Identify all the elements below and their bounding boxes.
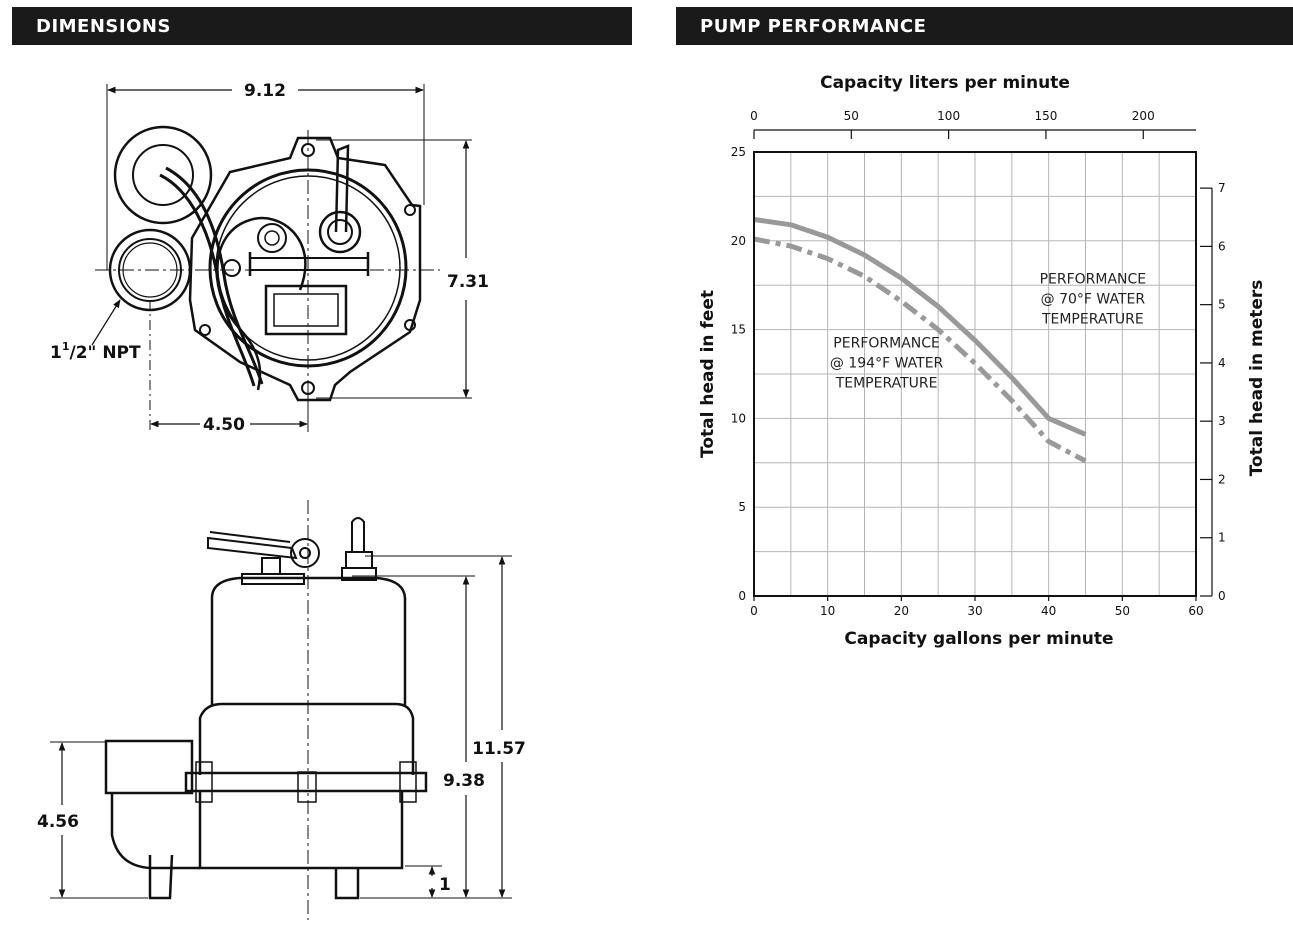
curve-194f [753, 236, 1087, 464]
discharge-height-label: 4.56 [37, 812, 79, 832]
offset-dim-label: 4.50 [203, 415, 245, 435]
x2-axis-title: Capacity liters per minute [820, 73, 1070, 93]
body-height-label: 9.38 [443, 771, 485, 791]
annotation-line: @ 70°F WATER [1041, 291, 1146, 307]
y2-tick-label: 6 [1218, 239, 1226, 253]
x-tick-label: 40 [1041, 604, 1056, 618]
x-tick-label: 10 [820, 604, 835, 618]
y-axis-title: Total head in feet [698, 290, 718, 458]
annotation-194f: PERFORMANCE @ 194°F WATER TEMPERATURE [830, 335, 944, 391]
annotation-line: @ 194°F WATER [830, 355, 944, 371]
y2-tick-label: 0 [1218, 589, 1226, 603]
x2-tick-label: 150 [1034, 109, 1057, 123]
x2-tick-label: 100 [937, 109, 960, 123]
chart-grid [753, 151, 1197, 597]
depth-dim-label: 7.31 [447, 272, 489, 292]
performance-header-label: PUMP PERFORMANCE [700, 15, 927, 37]
x-tick-label: 30 [967, 604, 982, 618]
chart-axes: 0 10 20 30 40 50 60 0 5 10 15 20 25 0 50 100 150 200 0 1 2 3 4… [731, 109, 1226, 618]
overall-height-label: 11.57 [472, 739, 526, 759]
performance-header: PUMP PERFORMANCE [676, 7, 1293, 45]
chart-curves [753, 217, 1087, 464]
y-tick-label: 25 [731, 145, 746, 159]
npt-label: 11/2" NPT [50, 340, 141, 363]
x-tick-label: 0 [750, 604, 758, 618]
y2-tick-label: 7 [1218, 181, 1226, 195]
x-tick-label: 60 [1188, 604, 1203, 618]
width-dim-label: 9.12 [244, 81, 286, 101]
x2-tick-label: 50 [844, 109, 859, 123]
y2-axis-title: Total head in meters [1247, 280, 1267, 477]
y-tick-label: 15 [731, 323, 746, 337]
y2-tick-label: 3 [1218, 414, 1226, 428]
y2-tick-label: 4 [1218, 356, 1226, 370]
x-tick-label: 50 [1115, 604, 1130, 618]
annotation-line: PERFORMANCE [833, 335, 940, 351]
annotation-line: TEMPERATURE [1041, 311, 1144, 327]
x-tick-label: 20 [894, 604, 909, 618]
x2-tick-label: 200 [1132, 109, 1155, 123]
annotation-line: PERFORMANCE [1040, 271, 1147, 287]
y2-tick-label: 1 [1218, 531, 1226, 545]
y-tick-label: 20 [731, 234, 746, 248]
dimensions-header-label: DIMENSIONS [36, 15, 171, 37]
pump-top-view [95, 84, 472, 432]
y2-tick-label: 5 [1218, 298, 1226, 312]
annotation-line: TEMPERATURE [835, 375, 938, 391]
npt-leader-line [91, 299, 121, 346]
x2-tick-label: 0 [750, 109, 758, 123]
y-tick-label: 0 [738, 589, 746, 603]
y-tick-label: 10 [731, 411, 746, 425]
y-tick-label: 5 [738, 500, 746, 514]
annotation-70f: PERFORMANCE @ 70°F WATER TEMPERATURE [1040, 271, 1147, 327]
dimensions-header: DIMENSIONS [12, 7, 632, 45]
curve-70f [753, 217, 1087, 437]
leg-height-label: 1 [439, 875, 451, 895]
pump-side-view [50, 500, 512, 920]
y2-tick-label: 2 [1218, 472, 1226, 486]
x-axis-title: Capacity gallons per minute [844, 629, 1113, 649]
